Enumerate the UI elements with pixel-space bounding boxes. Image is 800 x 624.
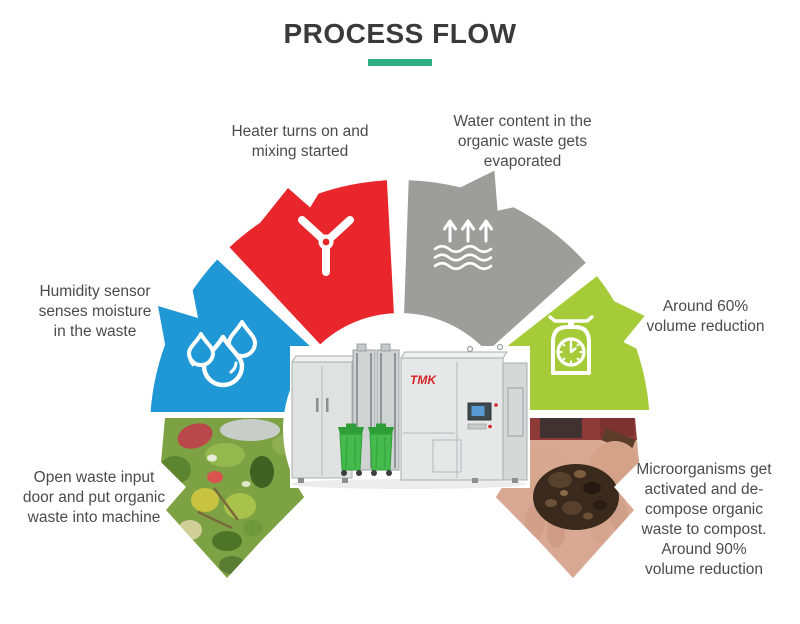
label-humidity-sensing: Humidity sensor senses moisture in the w… [38,283,152,340]
label-heating-mixing: Heater turns on and mixing started [231,123,369,160]
red-indicator [494,403,498,407]
segment-evaporation [404,170,586,352]
water-drops-icon [187,320,257,388]
machine-right-cabinet: TMK [400,343,528,483]
machine-brand-logo: TMK [410,373,437,387]
waste-bin [368,423,394,476]
page-title: PROCESS FLOW [283,18,517,49]
label-evaporation: Water content in the organic waste gets … [453,113,592,170]
machine-shadow [291,479,527,489]
composting-machine: TMK [291,343,528,489]
fan-icon [298,216,354,276]
waste-bin [338,423,364,476]
weighing-scale-icon [548,315,594,375]
label-waste-input: Open waste input door and put organic wa… [22,469,166,526]
label-volume-reduction: Around 60% volume reduction [646,298,765,335]
label-compost-output: Microorganisms get activated and de- com… [636,461,772,578]
machine-control-panel [467,402,498,430]
lifting-ring [466,345,474,353]
machine-bin-lifter-towers [352,343,400,471]
title-underline [368,59,432,66]
green-waste-bins [338,423,394,476]
lifting-ring [496,343,504,351]
control-screen [471,406,485,416]
evaporation-arrows-icon [433,219,493,271]
